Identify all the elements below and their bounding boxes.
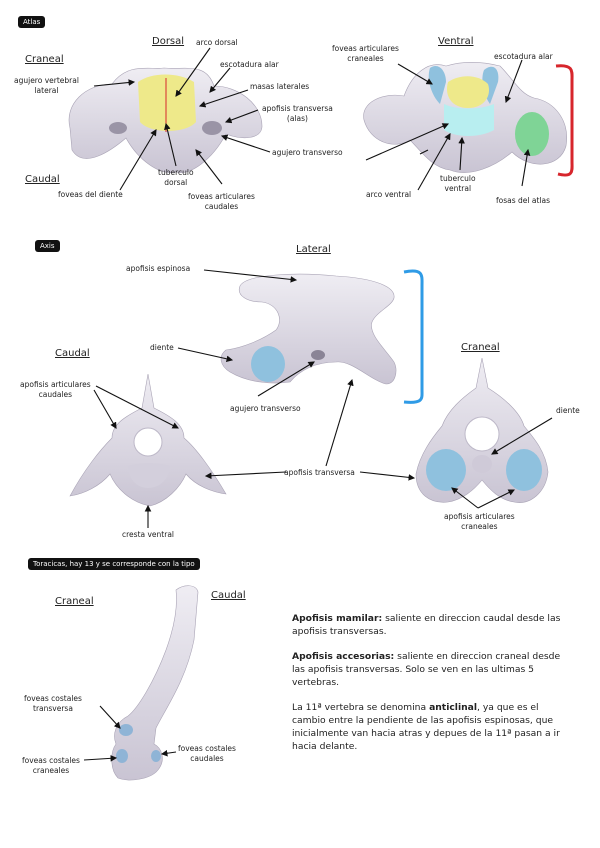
atlas-heading-dorsal: Dorsal (152, 36, 184, 47)
thoracic-notes: Apofisis mamilar: saliente en direccion … (292, 612, 572, 765)
label-cresta-ventral: cresta ventral (122, 530, 174, 540)
label-apofisis-transversa-alas: apofisis transversa (alas) (262, 104, 333, 124)
axis-heading-lateral: Lateral (296, 244, 331, 255)
axis-heading-caudal: Caudal (55, 348, 90, 359)
label-apofisis-articulares-caudales: apofisis articulares caudales (20, 380, 91, 400)
axis-craneal-bone (416, 358, 548, 503)
label-arco-dorsal: arco dorsal (196, 38, 238, 48)
label-fosas-del-atlas: fosas del atlas (496, 196, 550, 206)
label-diente-craneal: diente (556, 406, 580, 416)
label-masas-laterales: masas laterales (250, 82, 309, 92)
label-foveas-costales-caudales: foveas costales caudales (178, 744, 236, 764)
anticlinal-prefix: La 11ª vertebra se denomina (292, 702, 429, 713)
term-apofisis-mamilar: Apofisis mamilar: (292, 613, 382, 624)
label-foveas-articulares-caudales: foveas articulares caudales (188, 192, 255, 212)
label-foveas-costales-craneales: foveas costales craneales (22, 756, 80, 776)
atlas-heading-ventral: Ventral (438, 36, 474, 47)
label-escotadura-alar-ventral: escotadura alar (494, 52, 553, 62)
label-foveas-articulares-craneales: foveas articulares craneales (332, 44, 399, 64)
label-agujero-vertebral-lateral: agujero vertebral lateral (14, 76, 79, 96)
note-anticlinal: La 11ª vertebra se denomina anticlinal, … (292, 701, 572, 753)
label-foveas-del-diente: foveas del diente (58, 190, 123, 200)
term-apofisis-accesorias: Apofisis accesorias: (292, 651, 394, 662)
label-agujero-transverso-atlas: agujero transverso (272, 148, 343, 158)
note-apofisis-accesorias: Apofisis accesorias: saliente en direcci… (292, 650, 572, 689)
axis-heading-craneal: Craneal (461, 342, 500, 353)
label-agujero-transverso-axis: agujero transverso (230, 404, 301, 414)
label-foveas-costales-transversa: foveas costales transversa (24, 694, 82, 714)
toracicas-heading-caudal: Caudal (211, 590, 246, 601)
label-apofisis-transversa-axis: apofisis transversa (284, 468, 355, 478)
atlas-heading-craneal: Craneal (25, 54, 64, 65)
term-anticlinal: anticlinal (429, 702, 477, 713)
atlas-dorsal-bone (69, 68, 262, 173)
label-diente-lateral: diente (150, 343, 174, 353)
label-apofisis-articulares-craneales: apofisis articulares craneales (444, 512, 515, 532)
label-arco-ventral: arco ventral (366, 190, 411, 200)
label-tuberculo-dorsal: tuberculo dorsal (158, 168, 194, 188)
atlas-heading-caudal: Caudal (25, 174, 60, 185)
axis-lateral-bone (221, 274, 396, 384)
axis-caudal-bone (70, 374, 226, 506)
atlas-ventral-bone (364, 62, 567, 172)
label-escotadura-alar-dorsal: escotadura alar (220, 60, 279, 70)
note-apofisis-mamilar: Apofisis mamilar: saliente en direccion … (292, 612, 572, 638)
label-tuberculo-ventral: tuberculo ventral (440, 174, 476, 194)
label-apofisis-espinosa: apofisis espinosa (126, 264, 190, 274)
toracicas-heading-craneal: Craneal (55, 596, 94, 607)
blue-bracket (404, 271, 422, 402)
